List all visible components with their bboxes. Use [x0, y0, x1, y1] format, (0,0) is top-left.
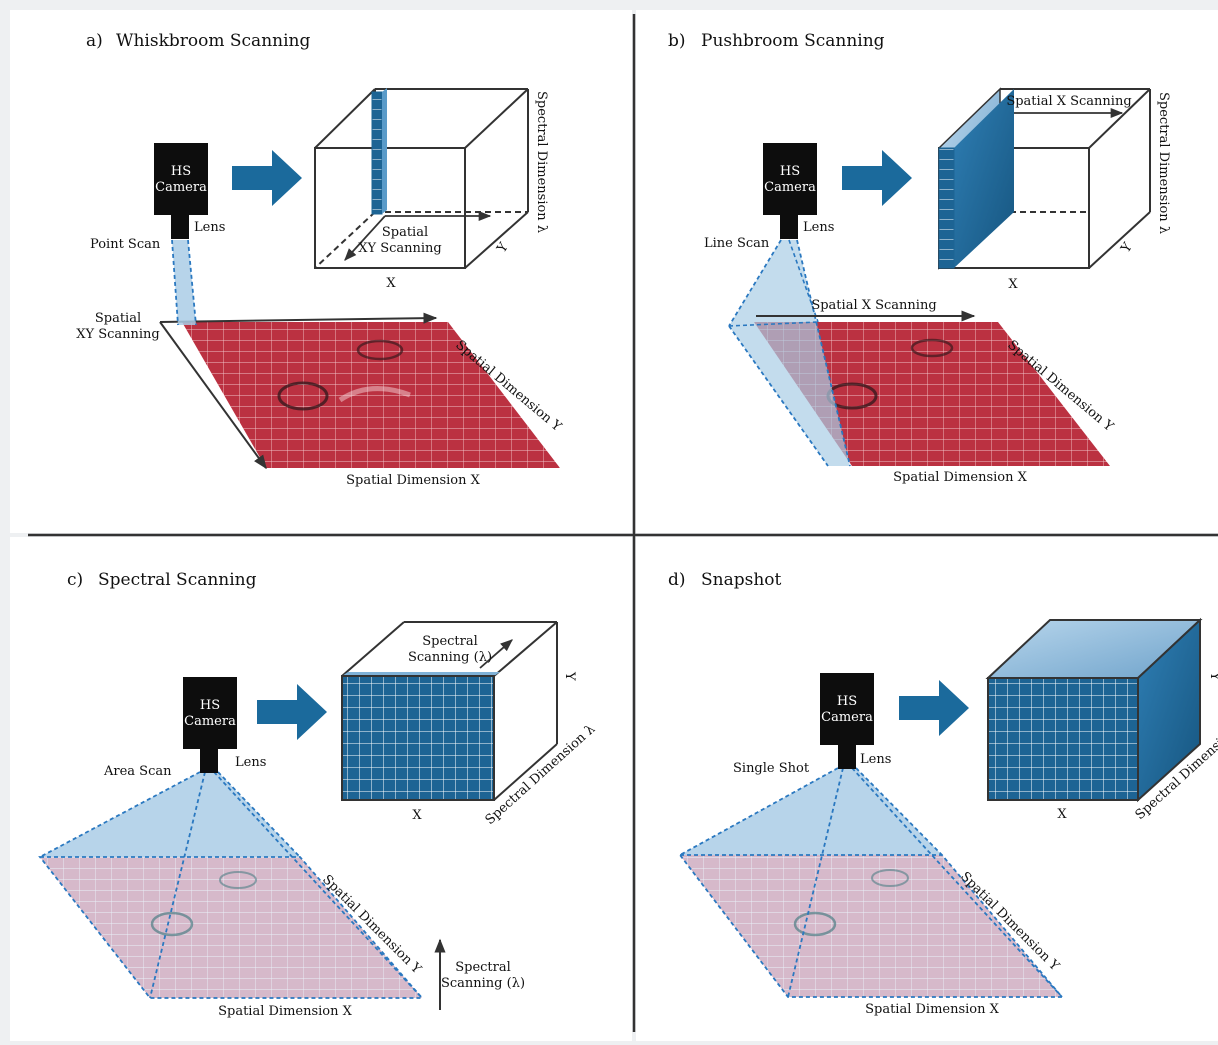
panel-d-beam-edges: [678, 767, 1064, 998]
panel-c-letter: c): [67, 570, 83, 590]
panel-a-cube-x: X: [386, 276, 396, 291]
panel-c-lens: [200, 749, 218, 773]
panel-a-sample-plane: [182, 322, 560, 468]
panel-c-sample-feature: [150, 911, 194, 937]
panel-c-cube-y: Y: [562, 671, 577, 681]
panel-a-camera-body: [154, 143, 208, 215]
panel-c-side-scan-1: Spectral: [455, 960, 511, 975]
panel-b-lens: [780, 215, 798, 239]
panel-b-cube-lambda: Spectral Dimension λ: [1156, 92, 1171, 234]
panel-d-sample-plane: [680, 855, 1062, 997]
panel-d-beam-overlay: [680, 855, 1062, 997]
panel-a-spectral-column-side: [382, 88, 387, 214]
panel-c-beam-edges: [38, 771, 424, 999]
panel-b-lens-label: Lens: [803, 220, 834, 235]
panel-c-camera-label-2: Camera: [184, 714, 236, 729]
panel-c-camera-label-1: HS: [200, 698, 220, 713]
panel-b-scan-label: Line Scan: [704, 236, 770, 251]
panel-b-title: Pushbroom Scanning: [701, 31, 885, 51]
panel-b-spectral-column: [938, 147, 955, 269]
panel-d-plane-x: Spatial Dimension X: [865, 1002, 1000, 1017]
panel-d-sample-feature: [793, 911, 837, 937]
panel-a-cube-scan-1: Spatial: [382, 225, 428, 240]
panel-b-letter: b): [668, 31, 686, 51]
panel-b-beam-edge: [796, 239, 851, 467]
panel-c-cube-scan-1: Spectral: [422, 634, 478, 649]
panel-c-beam-overlay: [40, 857, 422, 998]
panel-a-camera-label-1: HS: [171, 164, 191, 179]
panel-c-cube-x: X: [412, 808, 422, 823]
panel-d-scan-label: Single Shot: [733, 761, 810, 776]
panel-b-beam-edge: [728, 321, 819, 327]
panel-c-plane-x: Spatial Dimension X: [218, 1004, 353, 1019]
panel-d-cube-front-grid: [987, 677, 1139, 801]
panel-a-title: Whiskbroom Scanning: [116, 31, 310, 51]
panel-a-whiskbroom: a) Whiskbroom Scanning HS Camera Lens Po…: [76, 31, 564, 488]
panel-b-beam-edge: [728, 325, 829, 467]
panel-c-title: Spectral Scanning: [98, 570, 257, 590]
panel-b-camera-body: [763, 143, 817, 215]
panel-a-scan-motion-2: XY Scanning: [76, 327, 160, 342]
panel-c-side-scan-2: Scanning (λ): [441, 976, 525, 991]
panel-a-camera-label-2: Camera: [155, 180, 207, 195]
panel-a-transfer-arrow: [232, 150, 302, 206]
panel-b-transfer-arrow: [842, 150, 912, 206]
panel-a-sample-feature: [356, 339, 404, 361]
panel-b-spectral-slice: [954, 89, 1014, 268]
panel-b-camera-label-2: Camera: [764, 180, 816, 195]
panel-b-sample-feature: [910, 338, 954, 358]
panel-c-cube-scan-arrow: [479, 639, 513, 669]
panel-d-sample-feature: [871, 869, 909, 887]
panel-a-sample-feature: [277, 381, 329, 411]
panel-a-scan-label: Point Scan: [90, 237, 161, 252]
panel-d-title: Snapshot: [701, 570, 782, 590]
panel-b-line-beam: [729, 240, 850, 466]
panel-c-data-cube: [341, 621, 558, 801]
panel-c-camera-body: [183, 677, 237, 749]
panel-b-cube-scan: Spatial X Scanning: [1006, 94, 1131, 109]
panel-a-spectral-column: [371, 91, 383, 215]
panel-a-cube-scan-arrow-x: [344, 215, 386, 261]
panel-c-spectral-band-grid: [341, 675, 495, 801]
panel-a-sample-texture: [338, 386, 411, 403]
panel-d-transfer-arrow: [899, 680, 969, 736]
panel-b-scan-motion: Spatial X Scanning: [811, 298, 936, 313]
panel-d-camera-label-2: Camera: [821, 710, 873, 725]
panel-a-plane-x: Spatial Dimension X: [346, 473, 481, 488]
panel-b-beam-edge: [788, 239, 819, 323]
panel-a-letter: a): [86, 31, 103, 51]
panel-c-cube-scan-2: Scanning (λ): [408, 650, 492, 665]
panel-d-lens: [838, 745, 856, 769]
panel-d-lens-label: Lens: [860, 752, 891, 767]
panel-b-cube-x: X: [1008, 277, 1018, 292]
panel-c-area-beam: [40, 772, 300, 857]
panel-b-plane-x: Spatial Dimension X: [893, 470, 1028, 485]
panel-a-beam-edge: [171, 239, 179, 326]
panel-d-camera-label-1: HS: [837, 694, 857, 709]
panel-d-camera-body: [820, 673, 874, 745]
panel-b-sample-plane: [754, 322, 1110, 466]
panel-d-cube-y: Y: [1207, 671, 1218, 681]
panel-a-cube-lambda: Spectral Dimension λ: [534, 91, 549, 233]
panel-a-beam-edge: [187, 239, 197, 326]
panel-d-cube-x: X: [1057, 807, 1067, 822]
panel-c-sample-feature: [219, 871, 257, 889]
panel-b-beam-edge: [728, 239, 782, 327]
panel-a-cube-scan-2: XY Scanning: [358, 241, 442, 256]
panel-c-sample-plane: [40, 857, 422, 998]
panel-a-lens-label: Lens: [194, 220, 225, 235]
panel-c-lens-label: Lens: [235, 755, 266, 770]
panel-a-scan-motion-1: Spatial: [95, 311, 141, 326]
panel-a-lens: [171, 215, 189, 239]
panel-a-scan-arrow-x: [159, 321, 267, 470]
panel-c-scan-label: Area Scan: [103, 764, 172, 779]
panel-c-transfer-arrow: [257, 684, 327, 740]
panel-b-camera-label-1: HS: [780, 164, 800, 179]
panel-a-scan-arrow-y: [159, 312, 438, 324]
panel-d-letter: d): [668, 570, 686, 590]
